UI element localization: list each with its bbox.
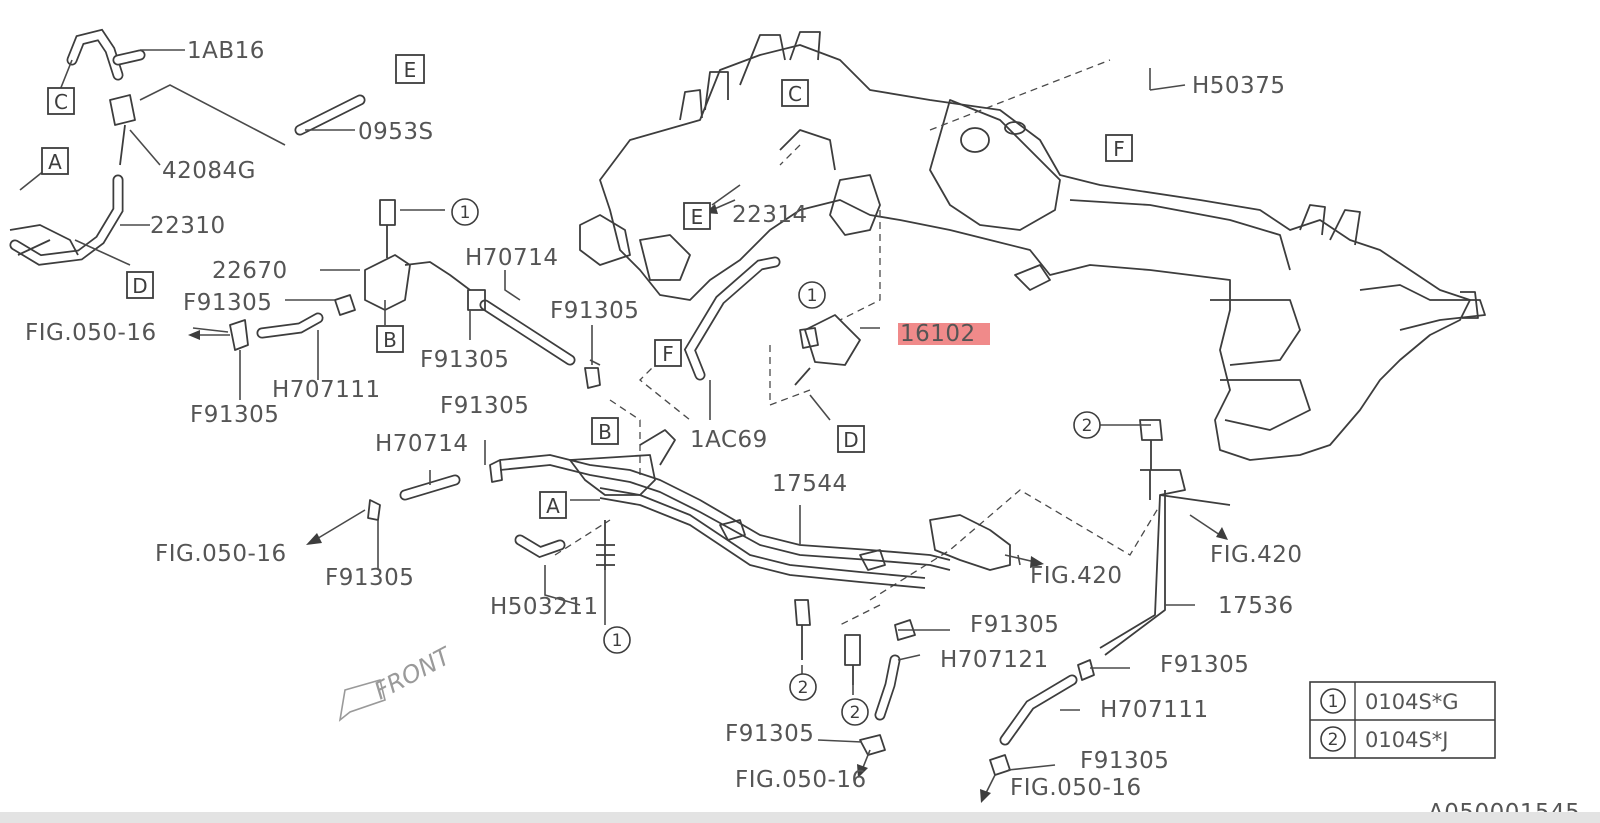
legend-row-2: 2 0104S*J xyxy=(1320,726,1448,752)
svg-text:A: A xyxy=(48,150,62,174)
intake-manifold xyxy=(579,31,1486,461)
callout-e-upper-left: E xyxy=(395,54,425,84)
right-lower-pipes xyxy=(794,419,1231,776)
svg-text:B: B xyxy=(598,420,612,444)
part-labels: 1AB16 0953S 42084G 22310 22670 H70714 F9… xyxy=(25,38,1303,801)
part-label-h70714-lower: H70714 xyxy=(375,431,468,457)
part-label-17544: 17544 xyxy=(772,471,848,497)
callout-d-upper-left: D xyxy=(126,271,154,299)
leader-dashes xyxy=(554,59,1161,626)
ref-2-lower-b: 2 xyxy=(841,698,869,726)
ref-1-sensor: 1 xyxy=(798,281,826,309)
highlight-16102 xyxy=(898,323,990,345)
part-label-f91305-6: F91305 xyxy=(325,565,414,591)
svg-text:2: 2 xyxy=(1082,416,1093,436)
part-label-fig050-16-3: FIG.050-16 xyxy=(735,767,867,793)
svg-text:2: 2 xyxy=(798,678,809,698)
part-label-h707121: H707121 xyxy=(940,647,1049,673)
legend-row-1: 1 0104S*G xyxy=(1320,688,1459,714)
fastener-legend: 1 0104S*G 2 0104S*J xyxy=(1309,681,1496,759)
svg-text:C: C xyxy=(788,82,802,106)
svg-text:2: 2 xyxy=(850,703,861,723)
part-label-f91305-5: F91305 xyxy=(440,393,529,419)
hose-1ac69-and-sensor xyxy=(683,256,861,386)
svg-text:D: D xyxy=(843,428,858,452)
part-label-22670: 22670 xyxy=(212,258,288,284)
part-label-1ac69: 1AC69 xyxy=(690,427,768,453)
svg-text:2: 2 xyxy=(1328,730,1339,750)
part-label-f91305-2: F91305 xyxy=(550,298,639,324)
svg-text:1: 1 xyxy=(460,203,471,223)
svg-text:E: E xyxy=(691,205,704,229)
part-label-f91305-1: F91305 xyxy=(183,290,272,316)
part-label-17536: 17536 xyxy=(1218,593,1294,619)
part-label-h503211: H503211 xyxy=(490,594,599,620)
part-label-42084g: 42084G xyxy=(162,158,256,184)
svg-text:1: 1 xyxy=(1328,692,1339,712)
svg-text:1: 1 xyxy=(807,286,818,306)
part-label-1ab16: 1AB16 xyxy=(187,38,265,64)
footer-strip xyxy=(0,812,1600,823)
ref-2-right: 2 xyxy=(1073,411,1101,439)
part-label-f91305-4: F91305 xyxy=(190,402,279,428)
callout-c-upper-left: C xyxy=(47,87,75,115)
part-label-f91305-7: F91305 xyxy=(970,612,1059,638)
front-label: FRONT xyxy=(370,641,458,705)
svg-text:F: F xyxy=(662,342,674,366)
part-label-22310: 22310 xyxy=(150,213,226,239)
ref-1-lower: 1 xyxy=(603,626,631,654)
legend-part-1: 0104S*G xyxy=(1365,690,1459,714)
legend-part-2: 0104S*J xyxy=(1365,728,1448,752)
svg-text:E: E xyxy=(404,58,417,82)
part-label-fig050-16-2: FIG.050-16 xyxy=(155,541,287,567)
pipe-assembly-17544 xyxy=(367,429,1011,589)
circle-references: 1 1 1 2 2 2 xyxy=(451,198,1101,726)
part-label-f91305-9: F91305 xyxy=(725,721,814,747)
callout-c-manifold: C xyxy=(781,79,809,107)
letter-callouts: C A E D B C E F xyxy=(41,54,1133,519)
svg-text:A: A xyxy=(546,494,560,518)
part-label-fig420-2: FIG.420 xyxy=(1210,542,1303,568)
part-label-h50375: H50375 xyxy=(1192,73,1285,99)
callout-b-center: B xyxy=(591,417,619,445)
callout-f-manifold: F xyxy=(1105,134,1133,162)
callout-d-center: D xyxy=(837,425,865,453)
callout-a-upper-left: A xyxy=(41,147,69,175)
svg-text:B: B xyxy=(383,328,397,352)
svg-text:1: 1 xyxy=(612,631,623,651)
part-label-h707111-lower: H707111 xyxy=(1100,697,1209,723)
callout-b-valve: B xyxy=(376,325,404,353)
ref-2-lower-a: 2 xyxy=(789,673,817,701)
part-label-fig050-16-1: FIG.050-16 xyxy=(25,320,157,346)
callout-a-center: A xyxy=(539,491,567,519)
part-label-h707111-upper: H707111 xyxy=(272,377,381,403)
callout-f-center: F xyxy=(654,339,682,367)
callout-e-manifold: E xyxy=(683,202,711,230)
part-label-fig050-16-4: FIG.050-16 xyxy=(1010,775,1142,801)
part-label-f91305-10: F91305 xyxy=(1080,748,1169,774)
part-label-16102: 16102 xyxy=(900,321,976,347)
part-label-h70714-upper: H70714 xyxy=(465,245,558,271)
part-label-f91305-3: F91305 xyxy=(420,347,509,373)
ref-1-upper: 1 xyxy=(451,198,479,226)
svg-text:C: C xyxy=(54,90,68,114)
part-label-fig420-1: FIG.420 xyxy=(1030,563,1123,589)
valve-hoses-mid-left xyxy=(229,199,601,389)
part-label-f91305-8: F91305 xyxy=(1160,652,1249,678)
svg-text:F: F xyxy=(1113,137,1125,161)
label-leaders xyxy=(59,49,1195,771)
svg-text:D: D xyxy=(132,274,147,298)
part-label-22314: 22314 xyxy=(732,202,808,228)
part-label-09535: 0953S xyxy=(358,119,434,145)
front-direction-indicator: FRONT xyxy=(338,641,458,722)
direction-arrows xyxy=(188,199,1228,803)
